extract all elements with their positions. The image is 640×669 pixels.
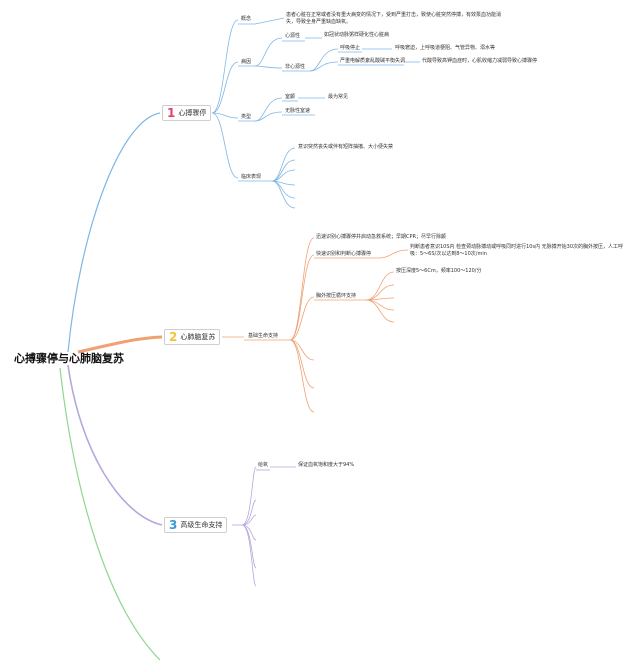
electrolyte-detail: 代酸导致高钾血症时，心肌收缩力减弱导致心搏骤停: [422, 58, 538, 64]
branch-3-number: 3: [169, 518, 178, 532]
clinical-label: 临床表现: [241, 174, 262, 180]
connector-branch-3: [67, 364, 163, 526]
branch-2-number: 2: [169, 330, 178, 344]
cardiac-cause-label: 心源性: [285, 33, 301, 39]
connector-branch-2: [77, 335, 163, 354]
bls-item-compression-detail: 按压深度5～6Cm，频率100～120/分: [396, 268, 482, 274]
oxygen-label: 给氧: [258, 462, 269, 468]
branch-1-label: 心搏骤停: [178, 109, 207, 117]
branch-3-label: 高级生命支持: [180, 521, 223, 529]
electrolyte-label: 严重电解质紊乱酸碱平衡失调: [340, 58, 406, 64]
noncardiac-cause-label: 非心源性: [285, 64, 306, 70]
bls-item-compression: 胸外按压循环支持: [316, 293, 357, 299]
connector-branch-1: [67, 112, 161, 353]
clinical-text: 意识突然丧失或伴有短阵抽搐、大小便失禁: [298, 144, 394, 150]
branch-3-topic[interactable]: 3 高级生命支持: [164, 517, 228, 533]
pulseless-vt-label: 无脉性室速: [285, 108, 311, 114]
bls-item-chain: 迅速识别心搏骤停并启动急救系统；早期CPR；尽早行除颤: [316, 234, 446, 240]
bls-item-identify: 快速识别和判断心搏骤停: [316, 251, 372, 257]
bls-label: 基础生命支持: [248, 333, 279, 339]
vf-detail: 最为常见: [328, 94, 349, 100]
respiratory-arrest-detail: 呼吸窘迫，上呼吸道梗阻、气管异物、溺水等: [395, 45, 496, 51]
branch-1-number: 1: [167, 106, 176, 120]
root-topic: 心搏骤停与心肺脑复苏: [14, 352, 124, 365]
oxygen-detail: 保证血氧饱和度大于94%: [298, 462, 355, 468]
respiratory-arrest-label: 呼吸停止: [340, 45, 361, 51]
bls-item-identify-detail: 判断患者意识10S内 检查颈动脉搏动或呼吸同时进行10s内 无脉搏开始30次的胸…: [410, 244, 624, 257]
concept-label: 概念: [241, 16, 252, 22]
types-label: 类型: [241, 114, 252, 120]
branch-2-label: 心肺脑复苏: [180, 333, 216, 341]
cardiac-cause-detail: 如冠状动脉粥样硬化性心脏病: [324, 32, 390, 38]
branch-2-topic[interactable]: 2 心肺脑复苏: [164, 329, 221, 345]
connector-branch-4: [59, 367, 161, 661]
cause-label: 病因: [241, 59, 252, 65]
vf-label: 室颤: [285, 94, 296, 100]
concept-text: 患者心脏在正常或者没有重大病变的情况下，受到严重打击，致使心脏突然停搏，有效泵血…: [286, 12, 502, 25]
branch-1-topic[interactable]: 1 心搏骤停: [162, 105, 212, 121]
